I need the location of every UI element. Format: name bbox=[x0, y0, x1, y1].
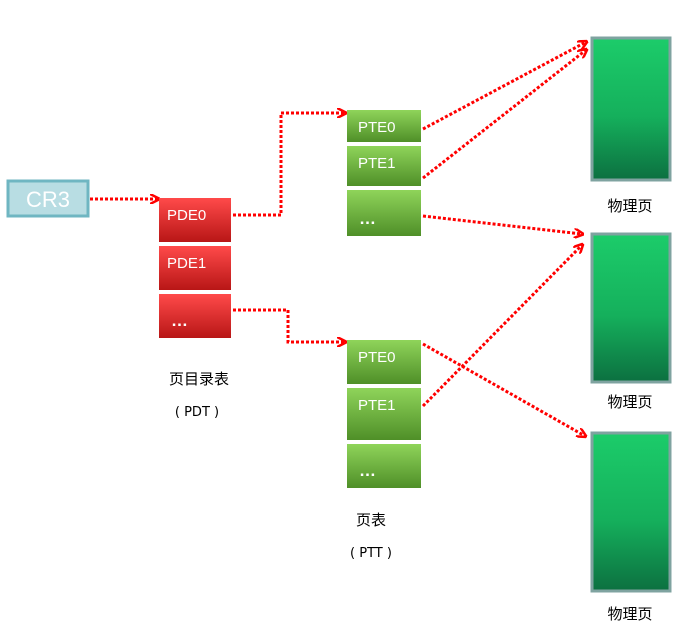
ptt-entry-label: PTE0 bbox=[358, 349, 396, 366]
arrow-pde0-to-pte0-top bbox=[233, 113, 345, 217]
pdt-entry-label: PDE0 bbox=[167, 207, 206, 224]
cr3-register: CR3 bbox=[6, 179, 90, 218]
physical-page-2: 物理页 bbox=[590, 232, 672, 411]
page-table-top: PTE0 PTE1 … bbox=[347, 110, 421, 236]
pdt-entry-label: PDE1 bbox=[167, 255, 206, 272]
arrows bbox=[90, 42, 586, 436]
ptt-entry-label: … bbox=[359, 461, 376, 480]
ptt-entry-label: PTE0 bbox=[358, 119, 396, 136]
ptt-bottom-entry-pte0: PTE0 bbox=[347, 340, 421, 384]
ptt-bottom-entry-dots: … bbox=[347, 444, 421, 488]
physical-page-3: 物理页 bbox=[590, 431, 672, 623]
cr3-label: CR3 bbox=[26, 187, 70, 212]
physical-page-label: 物理页 bbox=[607, 393, 652, 411]
ptt-entry-label: … bbox=[359, 209, 376, 228]
arrow-pde-dots-to-pte0-bottom bbox=[233, 308, 345, 342]
pdt-subcaption: ( PDT ) bbox=[175, 405, 219, 420]
arrow-pte1-bottom-to-page2 bbox=[421, 245, 582, 408]
ptt-top-entry-dots: … bbox=[347, 190, 421, 236]
ptt-bottom-entry-pte1: PTE1 bbox=[347, 388, 421, 440]
ptt-subcaption: ( PTT ) bbox=[350, 546, 392, 561]
arrow-pte0-bottom-to-page3 bbox=[422, 342, 585, 436]
ptt-top-entry-pte1: PTE1 bbox=[347, 146, 421, 186]
ptt-entry-label: PTE1 bbox=[358, 155, 396, 172]
arrow-pte1-top-to-page1 bbox=[422, 50, 586, 180]
page-directory-table: PDE0 PDE1 … bbox=[159, 198, 231, 338]
pdt-caption: 页目录表 bbox=[169, 370, 229, 388]
page-table-bottom: PTE0 PTE1 … bbox=[347, 340, 421, 488]
pdt-entry-pde1: PDE1 bbox=[159, 246, 231, 290]
pdt-entry-pde0: PDE0 bbox=[159, 198, 231, 242]
arrow-pte0-top-to-page1 bbox=[422, 42, 586, 131]
physical-page-label: 物理页 bbox=[607, 605, 652, 623]
pdt-entry-label: … bbox=[171, 311, 188, 330]
ptt-entry-label: PTE1 bbox=[358, 397, 396, 414]
pdt-entry-dots: … bbox=[159, 294, 231, 338]
arrow-pte-dots-top-to-page2 bbox=[422, 214, 582, 234]
ptt-top-entry-pte0: PTE0 bbox=[347, 110, 421, 142]
physical-page-label: 物理页 bbox=[607, 197, 652, 215]
physical-page-1: 物理页 bbox=[590, 36, 672, 215]
ptt-caption: 页表 bbox=[356, 511, 386, 529]
